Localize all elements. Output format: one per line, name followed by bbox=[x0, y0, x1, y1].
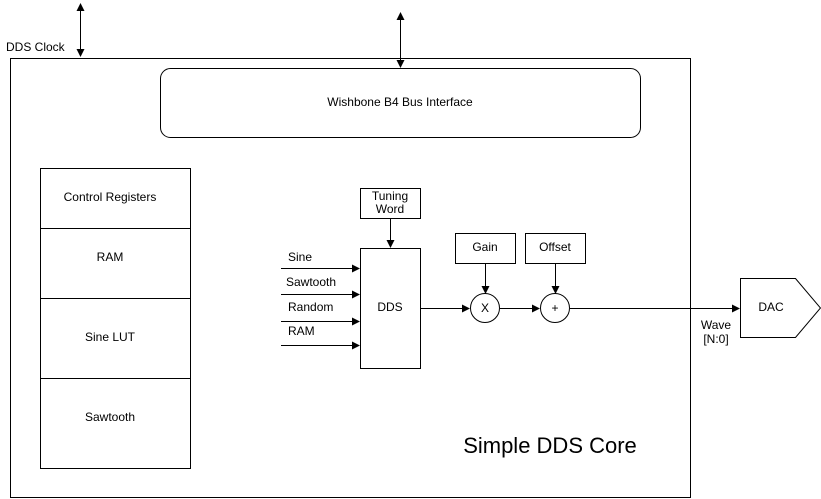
input-label-random: Random bbox=[288, 300, 333, 314]
waveform-inputs: Sine Sawtooth Random RAM bbox=[281, 250, 360, 350]
gain-label: Gain bbox=[472, 240, 497, 254]
offset-block bbox=[525, 233, 586, 264]
input-label-sawtooth: Sawtooth bbox=[286, 275, 336, 289]
core-boundary bbox=[10, 58, 691, 498]
offset-label: Offset bbox=[539, 240, 571, 254]
clock-label: DDS Clock bbox=[6, 40, 66, 54]
sine-lut-block bbox=[40, 298, 191, 379]
bus-label: Wishbone B4 Bus Interface bbox=[327, 95, 473, 109]
input-label-ram: RAM bbox=[288, 324, 315, 338]
tuning-word-line1: Tuning bbox=[372, 189, 408, 203]
tuning-word-line2: Word bbox=[376, 202, 404, 216]
adder-node bbox=[540, 293, 570, 323]
sine-lut-label: Sine LUT bbox=[85, 330, 136, 344]
gain-block bbox=[455, 233, 516, 264]
dac-block bbox=[740, 278, 821, 338]
output-label-line2: [N:0] bbox=[703, 332, 728, 346]
adder-symbol: + bbox=[551, 301, 558, 315]
bus-interface bbox=[160, 68, 641, 138]
sawtooth-label: Sawtooth bbox=[85, 410, 135, 424]
sawtooth-block bbox=[40, 378, 191, 469]
multiplier-symbol: X bbox=[481, 301, 489, 315]
control-registers-label: Control Registers bbox=[64, 190, 157, 204]
input-label-sine: Sine bbox=[288, 250, 312, 264]
dds-label: DDS bbox=[377, 300, 402, 314]
output-label-line1: Wave bbox=[701, 318, 732, 332]
dds-block bbox=[360, 248, 421, 369]
control-registers-block bbox=[40, 168, 191, 229]
ram-block bbox=[40, 228, 191, 299]
tuning-word-block bbox=[360, 188, 421, 219]
core-title: Simple DDS Core bbox=[463, 433, 637, 458]
dac-label: DAC bbox=[758, 300, 784, 314]
multiplier-node bbox=[470, 293, 500, 323]
memory-stack: Control Registers RAM Sine LUT Sawtooth bbox=[40, 168, 191, 469]
ram-label: RAM bbox=[97, 250, 124, 264]
